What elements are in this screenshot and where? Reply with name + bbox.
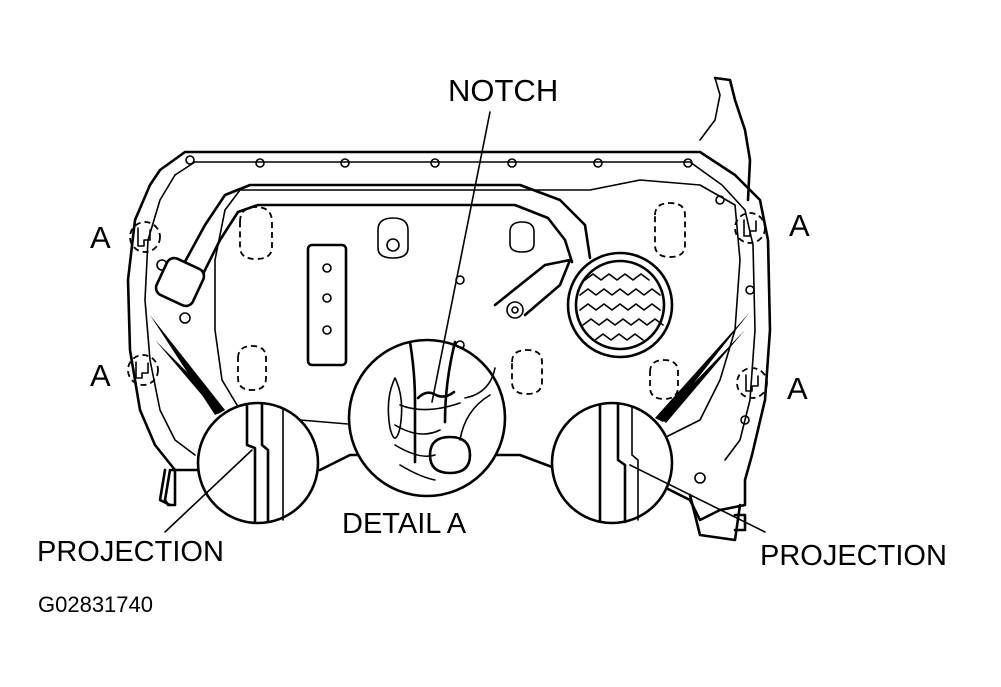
leader-lines <box>164 111 766 533</box>
figure-id: G02831740 <box>38 592 153 617</box>
detail-a-label: DETAIL A <box>342 508 467 540</box>
a-label-right-top: A <box>789 208 810 243</box>
flange-bolt-holes <box>156 155 755 484</box>
a-label-left-bottom: A <box>90 358 111 393</box>
pan-pockets <box>237 202 686 400</box>
oil-pipe <box>154 183 592 308</box>
left-projection-magnifier <box>196 401 320 525</box>
projection-right-label: PROJECTION <box>760 540 947 572</box>
notch-label: NOTCH <box>448 73 559 108</box>
detail-a-markers <box>127 212 768 399</box>
magnifier-pointers <box>150 312 750 423</box>
projection-left-label: PROJECTION <box>37 536 224 568</box>
detail-a-magnifier <box>347 338 507 498</box>
a-label-left-top: A <box>90 220 111 255</box>
oil-strainer <box>493 251 674 359</box>
right-projection-magnifier <box>550 401 674 525</box>
a-label-right-bottom: A <box>787 371 808 406</box>
